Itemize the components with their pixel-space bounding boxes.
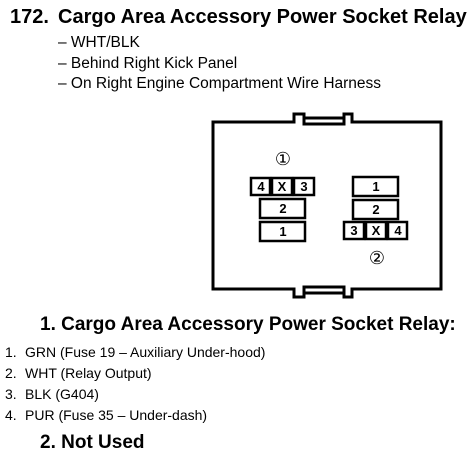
housing-bottom-latch <box>302 285 346 293</box>
relay2-cavity-3 <box>342 220 366 241</box>
pin-number: 3. <box>5 386 17 402</box>
detail-harness: – On Right Engine Compartment Wire Harne… <box>58 75 382 92</box>
relay2-label-3: 3 <box>350 223 357 238</box>
relay2-cavity-2 <box>351 198 400 221</box>
detail-wire-color: – WHT/BLK <box>58 34 140 51</box>
relay-title: 172. Cargo Area Accessory Power Socket Re… <box>10 6 467 29</box>
relay1-cavity-1 <box>258 220 307 243</box>
pin-description: GRN (Fuse 19 – Auxiliary Under-hood) <box>25 344 266 360</box>
relay1-label-1: 1 <box>279 224 286 239</box>
connector-housing-outline <box>211 112 443 299</box>
relay2-cavity-4 <box>386 220 409 241</box>
relay2-cavity-x <box>364 220 388 241</box>
relay2-label-1: 1 <box>372 179 379 194</box>
relay-number: 172. <box>10 6 49 28</box>
relay1-cavity-x <box>270 176 294 197</box>
relay1-label-3: 3 <box>300 179 307 194</box>
relay2-marker: ② <box>369 248 385 268</box>
relay1-label-x: X <box>278 179 287 194</box>
pin-description: PUR (Fuse 35 – Under-dash) <box>25 407 208 423</box>
relay-name: Cargo Area Accessory Power Socket Relay <box>58 6 467 28</box>
relay2-cavity-1 <box>351 175 400 198</box>
relay1-cavity-4 <box>249 176 272 197</box>
relay2-label-4: 4 <box>394 223 402 238</box>
relay1-label-4: 4 <box>257 179 265 194</box>
pin-description: BLK (G404) <box>25 386 99 402</box>
detail-location: – Behind Right Kick Panel <box>58 54 238 72</box>
relay2-label-2: 2 <box>372 202 379 217</box>
pin-number: 4. <box>5 407 17 423</box>
section1-heading: 1. Cargo Area Accessory Power Socket Rel… <box>40 314 456 335</box>
relay2-label-x: X <box>372 223 381 238</box>
relay1-cavity-2 <box>258 197 307 220</box>
relay1-label-2: 2 <box>279 201 286 216</box>
pin-row: 3. BLK (G404) <box>5 384 265 405</box>
pin-row: 4. PUR (Fuse 35 – Under-dash) <box>5 405 265 426</box>
relay-details: – WHT/BLK – Behind Right Kick Panel – On… <box>58 33 381 95</box>
housing-top-latch <box>302 118 346 126</box>
pin-list: 1. GRN (Fuse 19 – Auxiliary Under-hood) 2… <box>5 342 265 426</box>
pin-number: 2. <box>5 365 17 381</box>
section2-heading: 2. Not Used <box>40 432 145 453</box>
pin-row: 1. GRN (Fuse 19 – Auxiliary Under-hood) <box>5 342 265 363</box>
pin-description: WHT (Relay Output) <box>25 365 152 381</box>
pin-row: 2. WHT (Relay Output) <box>5 363 265 384</box>
pin-number: 1. <box>5 344 17 360</box>
relay1-cavity-3 <box>292 176 316 197</box>
relay1-marker: ① <box>275 149 291 169</box>
